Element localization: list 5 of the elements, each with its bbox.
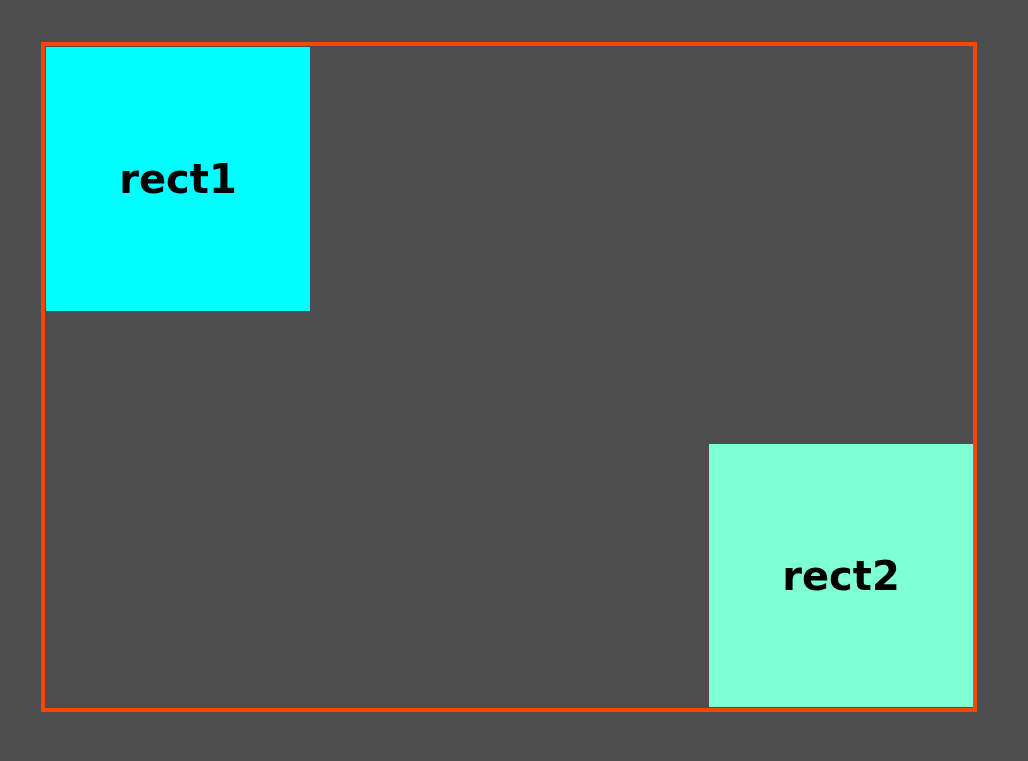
- square-panel: [709, 444, 973, 707]
- square-label: rect2: [782, 552, 900, 599]
- outer-frame: [41, 42, 977, 712]
- square-panel: [46, 47, 310, 311]
- square-label: rect1: [119, 156, 237, 202]
